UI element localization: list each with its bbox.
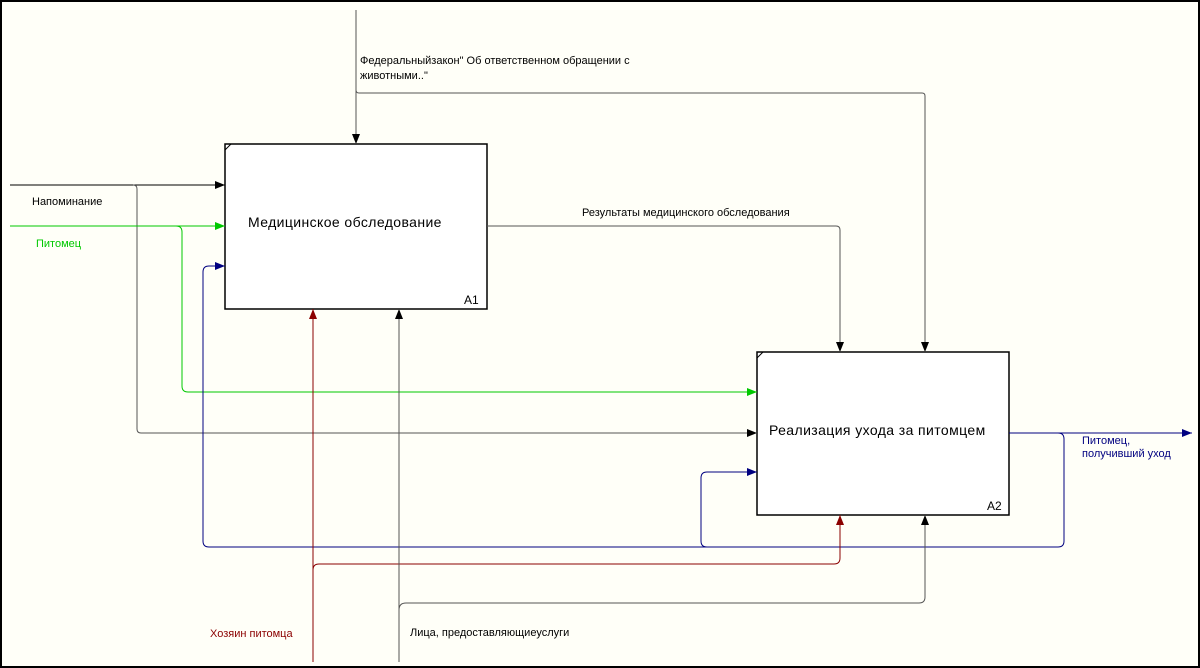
label-output-line2: получивший уход bbox=[1082, 448, 1171, 460]
box-a2[interactable] bbox=[756, 351, 1010, 516]
arrow-pet-to-a2[interactable] bbox=[175, 225, 757, 396]
box-a2-node: A2 bbox=[987, 499, 1002, 513]
arrow-feedback-to-a2[interactable] bbox=[700, 468, 757, 548]
box-a1-node: A1 bbox=[464, 293, 479, 307]
arrow-results[interactable] bbox=[487, 225, 844, 352]
arrow-providers-to-a2[interactable] bbox=[398, 515, 929, 611]
label-pet: Питомец bbox=[36, 238, 82, 250]
arrow-reminder-to-a2[interactable] bbox=[132, 184, 757, 437]
label-law-line1: Федеральныйзакон" Об ответственном обращ… bbox=[360, 55, 630, 67]
label-owner: Хозяин питомца bbox=[210, 628, 293, 640]
arrow-owner-to-a2[interactable] bbox=[312, 515, 844, 571]
box-a2-corner bbox=[756, 351, 764, 359]
box-a1-corner bbox=[224, 143, 232, 151]
label-law-line2: животными.." bbox=[360, 70, 428, 82]
box-a2-title: Реализация ухода за питомцем bbox=[769, 422, 986, 438]
label-providers: Лица, предоставляющиеуслуги bbox=[410, 627, 570, 639]
box-a1[interactable] bbox=[224, 143, 488, 310]
label-results: Результаты медицинского обследования bbox=[582, 207, 790, 219]
label-reminder: Напоминание bbox=[32, 196, 103, 208]
box-a1-title: Медицинское обследование bbox=[248, 214, 442, 230]
label-output-line1: Питомец, bbox=[1082, 435, 1131, 447]
arrow-law-to-a2[interactable] bbox=[355, 86, 929, 352]
arrow-feedback-to-a1[interactable] bbox=[202, 262, 1065, 548]
